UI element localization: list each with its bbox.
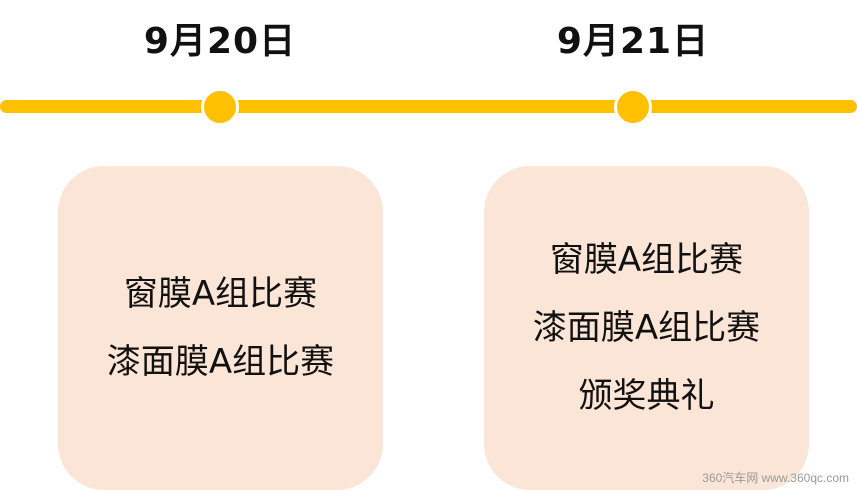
timeline-bar — [0, 100, 857, 113]
event-item: 漆面膜A组比赛 — [532, 308, 761, 348]
schedule-card-sept-20: 窗膜A组比赛 漆面膜A组比赛 — [58, 166, 383, 490]
date-label-sept-21: 9月21日 — [556, 21, 710, 62]
timeline-marker-sept-21 — [614, 88, 652, 126]
site-watermark: 360汽车网 www.360qc.com — [702, 471, 849, 485]
event-item: 漆面膜A组比赛 — [106, 342, 335, 382]
timeline-marker-sept-20 — [201, 88, 239, 126]
event-item: 颁奖典礼 — [578, 376, 715, 416]
date-label-sept-20: 9月20日 — [143, 21, 297, 62]
event-item: 窗膜A组比赛 — [123, 274, 318, 314]
schedule-card-sept-21: 窗膜A组比赛 漆面膜A组比赛 颁奖典礼 — [484, 166, 809, 490]
event-item: 窗膜A组比赛 — [549, 240, 744, 280]
